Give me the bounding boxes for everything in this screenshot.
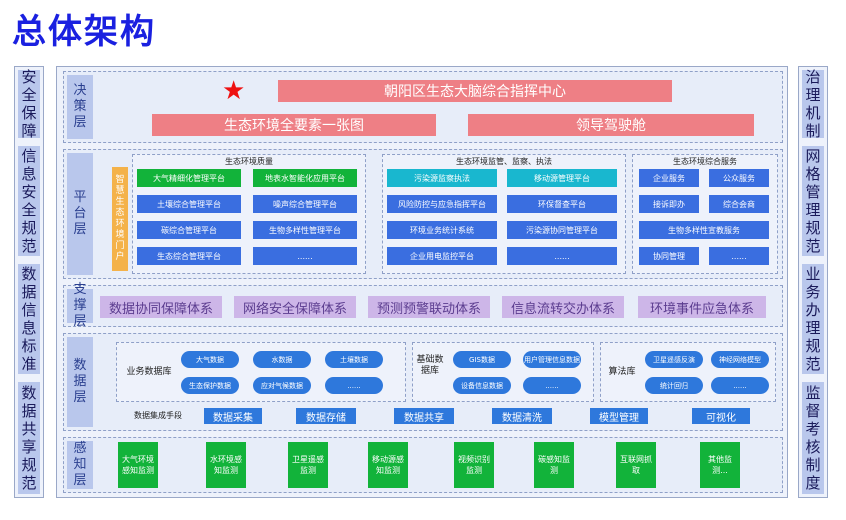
service-item: 生物多样性宣教服务 <box>639 221 769 239</box>
support-layer: 支撑层 数据协同保障体系 网络安全保障体系 预测预警联动体系 信息流转交办体系 … <box>63 282 783 329</box>
quality-item: 生态综合管理平台 <box>137 247 241 265</box>
sensing-item: 碳感知监测 <box>534 442 574 488</box>
governance-mechanism: 治理机制 <box>802 68 824 140</box>
supervision-item: 污染源协同管理平台 <box>507 221 617 239</box>
algorithm-item: 卫星遥感反演 <box>645 351 703 368</box>
integration-label: 数据集成手段 <box>134 411 182 420</box>
quality-item: 碳综合管理平台 <box>137 221 241 239</box>
env-quality-title: 生态环境质量 <box>225 157 273 166</box>
sensing-layer-label: 感知层 <box>67 441 93 489</box>
grid-management-spec: 网格管理规范 <box>802 146 824 256</box>
basic-db-item: GIS数据 <box>453 351 511 368</box>
sensing-item: 互联网抓取 <box>616 442 656 488</box>
sensing-item: 卫星遥感监测 <box>288 442 328 488</box>
supervision-assessment: 监督考核制度 <box>802 382 824 494</box>
platform-layer: 平台层 智慧生态环境门户 生态环境质量 大气精细化管理平台 地表水智能化应用平台… <box>63 149 783 279</box>
support-layer-label: 支撑层 <box>67 282 93 329</box>
service-item: 企业服务 <box>639 169 699 187</box>
business-db-item: 生态保护数据 <box>181 377 239 394</box>
business-db-group: 业务数据库 大气数据 水数据 土壤数据 生态保护数据 应对气候数据 ...... <box>116 342 406 402</box>
algorithm-group: 算法库 卫星遥感反演 神经网络模型 统计回归 ...... <box>600 342 776 402</box>
data-layer-label: 数据层 <box>67 337 93 427</box>
support-item: 预测预警联动体系 <box>368 296 490 318</box>
tool-item: 模型管理 <box>590 408 648 424</box>
sensing-item: 其他监测... <box>700 442 740 488</box>
support-item: 数据协同保障体系 <box>100 296 222 318</box>
business-db-item: 大气数据 <box>181 351 239 368</box>
supervision-item: 污染源监察执法 <box>387 169 497 187</box>
algorithm-item: 神经网络模型 <box>711 351 769 368</box>
supervision-item: 环保督查平台 <box>507 195 617 213</box>
quality-item: 地表水智能化应用平台 <box>253 169 357 187</box>
sensing-item: 视频识别监测 <box>454 442 494 488</box>
sensing-item: 移动源感知监测 <box>368 442 408 488</box>
tool-item: 数据清洗 <box>492 408 552 424</box>
command-center: 朝阳区生态大脑综合指挥中心 <box>278 80 672 102</box>
business-db-item: 应对气候数据 <box>253 377 311 394</box>
service-item: 接诉即办 <box>639 195 699 213</box>
quality-item: 大气精细化管理平台 <box>137 169 241 187</box>
basic-db-item: 用户管理信息数据 <box>523 351 581 368</box>
sensing-item: 水环境感知监测 <box>206 442 246 488</box>
architecture-main: 决策层 ★ 朝阳区生态大脑综合指挥中心 生态环境全要素一张图 领导驾驶舱 平台层… <box>56 66 788 498</box>
page-title: 总体架构 <box>12 12 156 52</box>
sensing-layer: 感知层 大气环境感知监测 水环境感知监测 卫星遥感监测 移动源感知监测 视频识别… <box>63 437 783 493</box>
supervision-item: 移动源管理平台 <box>507 169 617 187</box>
decision-layer: 决策层 ★ 朝阳区生态大脑综合指挥中心 生态环境全要素一张图 领导驾驶舱 <box>63 71 783 143</box>
env-quality-group: 生态环境质量 大气精细化管理平台 地表水智能化应用平台 土壤综合管理平台 噪声综… <box>132 154 366 274</box>
smart-portal: 智慧生态环境门户 <box>112 167 128 271</box>
tool-item: 数据共享 <box>394 408 454 424</box>
supervision-item: ...... <box>507 247 617 265</box>
ecology-one-map: 生态环境全要素一张图 <box>152 114 436 136</box>
leader-cockpit: 领导驾驶舱 <box>468 114 754 136</box>
quality-item: 噪声综合管理平台 <box>253 195 357 213</box>
supervision-group: 生态环境监管、监察、执法 污染源监察执法 移动源管理平台 风险防控与应急指挥平台… <box>382 154 626 274</box>
basic-db-item: ...... <box>523 377 581 394</box>
supervision-item: 环境业务统计系统 <box>387 221 497 239</box>
left-side-column: 安全保障 信息安全规范 数据信息标准 数据共享规范 <box>14 66 44 498</box>
business-db-label: 业务数据库 <box>126 367 172 377</box>
data-info-standard: 数据信息标准 <box>18 264 40 374</box>
tool-item: 可视化 <box>692 408 750 424</box>
service-group: 生态环境综合服务 企业服务 公众服务 接诉即办 综合会商 生物多样性宣教服务 协… <box>632 154 778 274</box>
service-title: 生态环境综合服务 <box>673 157 737 166</box>
basic-db-label: 基础数据库 <box>416 355 444 376</box>
info-security-spec: 信息安全规范 <box>18 146 40 256</box>
algorithm-item: 统计回归 <box>645 377 703 394</box>
quality-item: 土壤综合管理平台 <box>137 195 241 213</box>
tool-item: 数据采集 <box>204 408 262 424</box>
data-sharing-spec: 数据共享规范 <box>18 382 40 494</box>
supervision-item: 企业用电监控平台 <box>387 247 497 265</box>
security-guarantee: 安全保障 <box>18 68 40 140</box>
tool-item: 数据存储 <box>296 408 356 424</box>
quality-item: 生物多样性管理平台 <box>253 221 357 239</box>
business-db-item: ...... <box>325 377 383 394</box>
service-item: ...... <box>709 247 769 265</box>
support-item: 信息流转交办体系 <box>502 296 624 318</box>
decision-layer-label: 决策层 <box>67 75 93 139</box>
right-side-column: 治理机制 网格管理规范 业务办理规范 监督考核制度 <box>798 66 828 498</box>
basic-db-item: 设备信息数据 <box>453 377 511 394</box>
basic-db-group: 基础数据库 GIS数据 用户管理信息数据 设备信息数据 ...... <box>412 342 594 402</box>
platform-layer-label: 平台层 <box>67 153 93 275</box>
service-item: 公众服务 <box>709 169 769 187</box>
star-icon: ★ <box>222 76 246 106</box>
supervision-title: 生态环境监管、监察、执法 <box>456 157 552 166</box>
quality-item: ...... <box>253 247 357 265</box>
algorithm-label: 算法库 <box>608 367 636 377</box>
sensing-item: 大气环境感知监测 <box>118 442 158 488</box>
service-item: 综合会商 <box>709 195 769 213</box>
business-handling-spec: 业务办理规范 <box>802 264 824 374</box>
support-item: 环境事件应急体系 <box>638 296 766 318</box>
business-db-item: 水数据 <box>253 351 311 368</box>
data-layer: 数据层 业务数据库 大气数据 水数据 土壤数据 生态保护数据 应对气候数据 ..… <box>63 333 783 431</box>
support-item: 网络安全保障体系 <box>234 296 356 318</box>
supervision-item: 风险防控与应急指挥平台 <box>387 195 497 213</box>
algorithm-item: ...... <box>711 377 769 394</box>
service-item: 协同管理 <box>639 247 699 265</box>
business-db-item: 土壤数据 <box>325 351 383 368</box>
